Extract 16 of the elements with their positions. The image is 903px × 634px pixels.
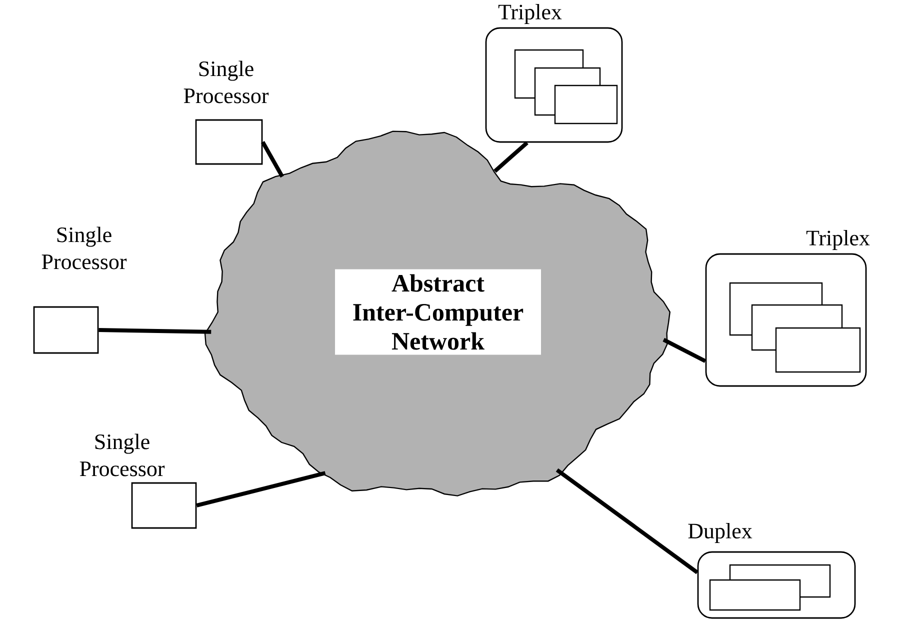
connector-line — [196, 471, 326, 508]
box-label: Single Processor — [80, 434, 165, 476]
box-label: Duplex — [688, 523, 752, 543]
connector-line — [260, 141, 284, 178]
box-label: Triplex — [498, 4, 562, 24]
processor-box — [554, 84, 618, 124]
connector-line — [98, 328, 212, 334]
connector-line — [662, 338, 706, 363]
connector-line — [494, 141, 528, 173]
box-label: Triplex — [806, 230, 870, 250]
processor-box — [775, 327, 861, 373]
connector-line — [556, 468, 698, 574]
box-label: Single Processor — [42, 226, 127, 270]
network-label: Abstract Inter-Computer Network — [335, 269, 541, 355]
processor-box — [709, 579, 801, 611]
box-label: Single Processor — [184, 60, 269, 104]
